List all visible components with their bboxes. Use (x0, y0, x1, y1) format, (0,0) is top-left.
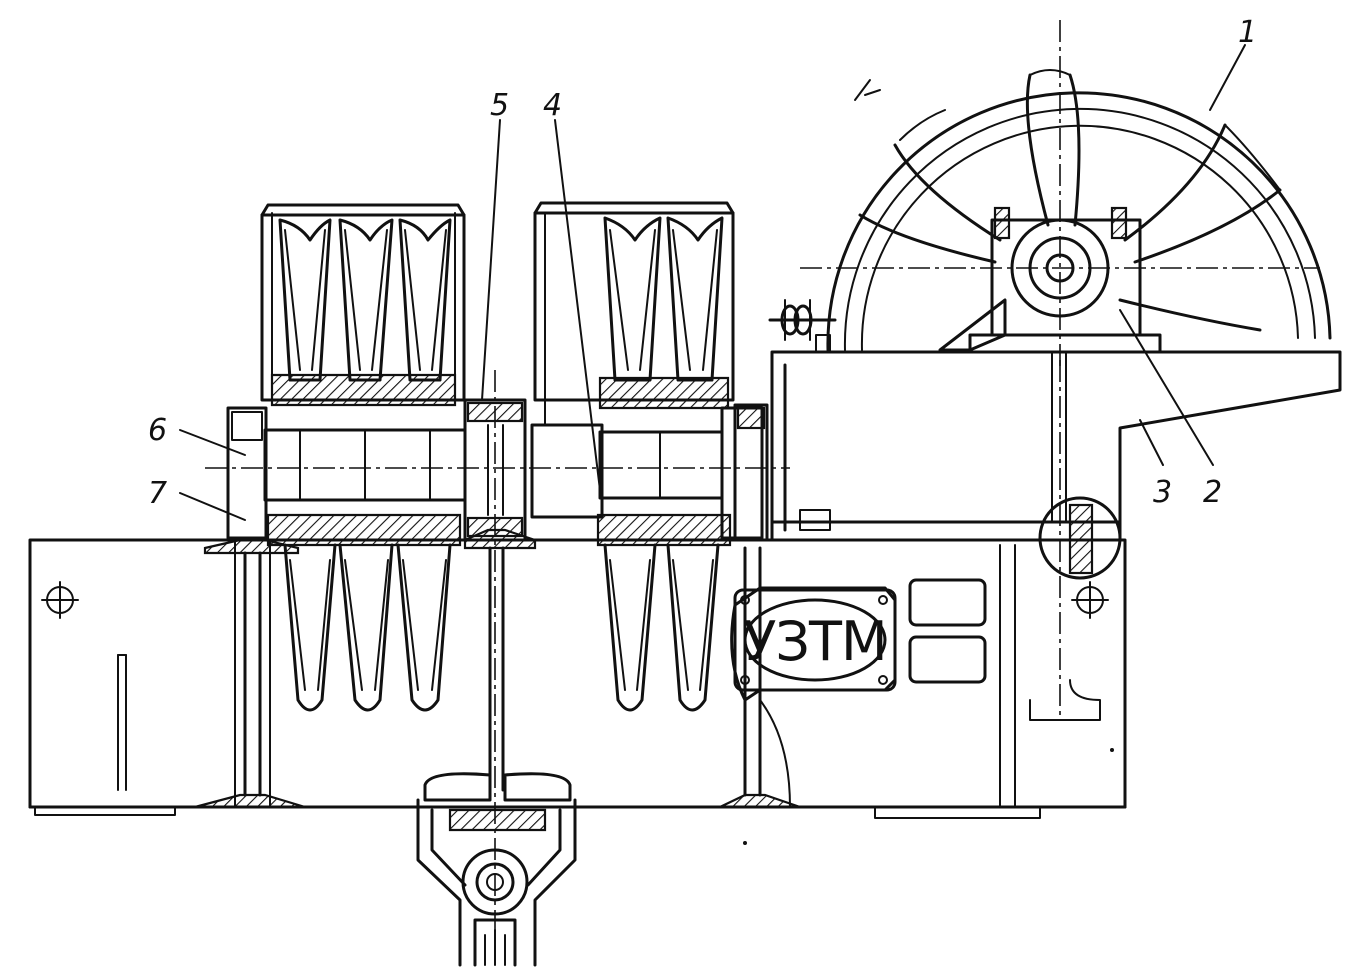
label-1: 1 (1238, 15, 1257, 50)
big-wheel-part-1 (800, 20, 1332, 370)
label-5: 5 (490, 88, 509, 123)
coupling-part-5 (463, 398, 527, 542)
label-3: 3 (1153, 475, 1172, 510)
label-7: 7 (148, 476, 167, 511)
nameplate: УЗТМ (730, 578, 987, 702)
part-labels: 1 2 3 4 5 6 7 (148, 15, 1257, 521)
right-pulley-block (533, 201, 769, 712)
logo-text: УЗТМ (743, 610, 886, 673)
left-rail-beam (194, 538, 306, 809)
bracket-housing-part-3 (770, 350, 1342, 721)
side-valve (768, 299, 837, 353)
middle-rail-beam (463, 528, 537, 792)
main-shaft (205, 406, 790, 540)
label-6: 6 (148, 413, 167, 448)
main-frame (28, 538, 1127, 819)
label-4: 4 (543, 88, 562, 123)
bottom-trolley (416, 370, 577, 967)
left-pulley-block (260, 203, 466, 712)
label-2: 2 (1203, 475, 1222, 510)
